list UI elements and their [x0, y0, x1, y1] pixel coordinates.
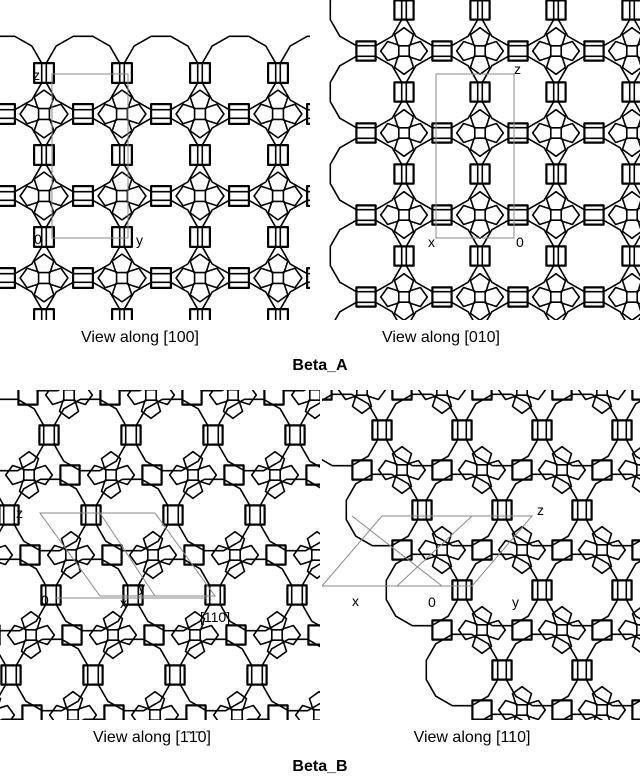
- axis-label-x: x: [120, 595, 127, 611]
- unit-cell-b1: [39, 512, 216, 599]
- unit-cell-a010: [435, 73, 515, 239]
- unit-cell-b2: [322, 515, 534, 587]
- axis-label-z: z: [514, 61, 521, 77]
- axis-label-origin: 0: [428, 594, 436, 610]
- framework-net-b2: [322, 390, 640, 720]
- axis-label-x: x: [352, 593, 359, 609]
- group-title-beta-b: Beta_B: [292, 758, 348, 775]
- framework-net-a100: [0, 35, 310, 320]
- axis-label-z: z: [16, 505, 23, 521]
- axis-label-y: y: [136, 232, 143, 248]
- framework-net-a010: [329, 0, 640, 320]
- axis-label-x: x: [428, 234, 435, 250]
- caption-view-010: View along [010]: [381, 329, 500, 346]
- axis-label-origin: 0: [41, 592, 49, 608]
- axis-label-y: y: [512, 594, 519, 610]
- axis-label-origin: 0: [34, 231, 42, 247]
- axis-label-z: z: [537, 502, 544, 518]
- unit-cell-a100: [51, 73, 129, 239]
- axis-label-origin: 0: [516, 234, 524, 250]
- panel-beta-a-view-100: [0, 0, 310, 320]
- axis-label-z: z: [33, 67, 40, 83]
- axis-label-y: y: [138, 579, 145, 595]
- axis-label-direction-110: [110]: [200, 609, 231, 625]
- caption-view-110: View along [110]: [413, 729, 531, 746]
- group-title-beta-a: Beta_A: [292, 357, 348, 374]
- caption-view-100: View along [100]: [80, 329, 199, 346]
- panel-beta-a-view-010: [312, 0, 640, 320]
- panel-beta-b-view-110: [322, 390, 640, 720]
- caption-view-1-10: View along [1̄1̄0]: [92, 729, 211, 746]
